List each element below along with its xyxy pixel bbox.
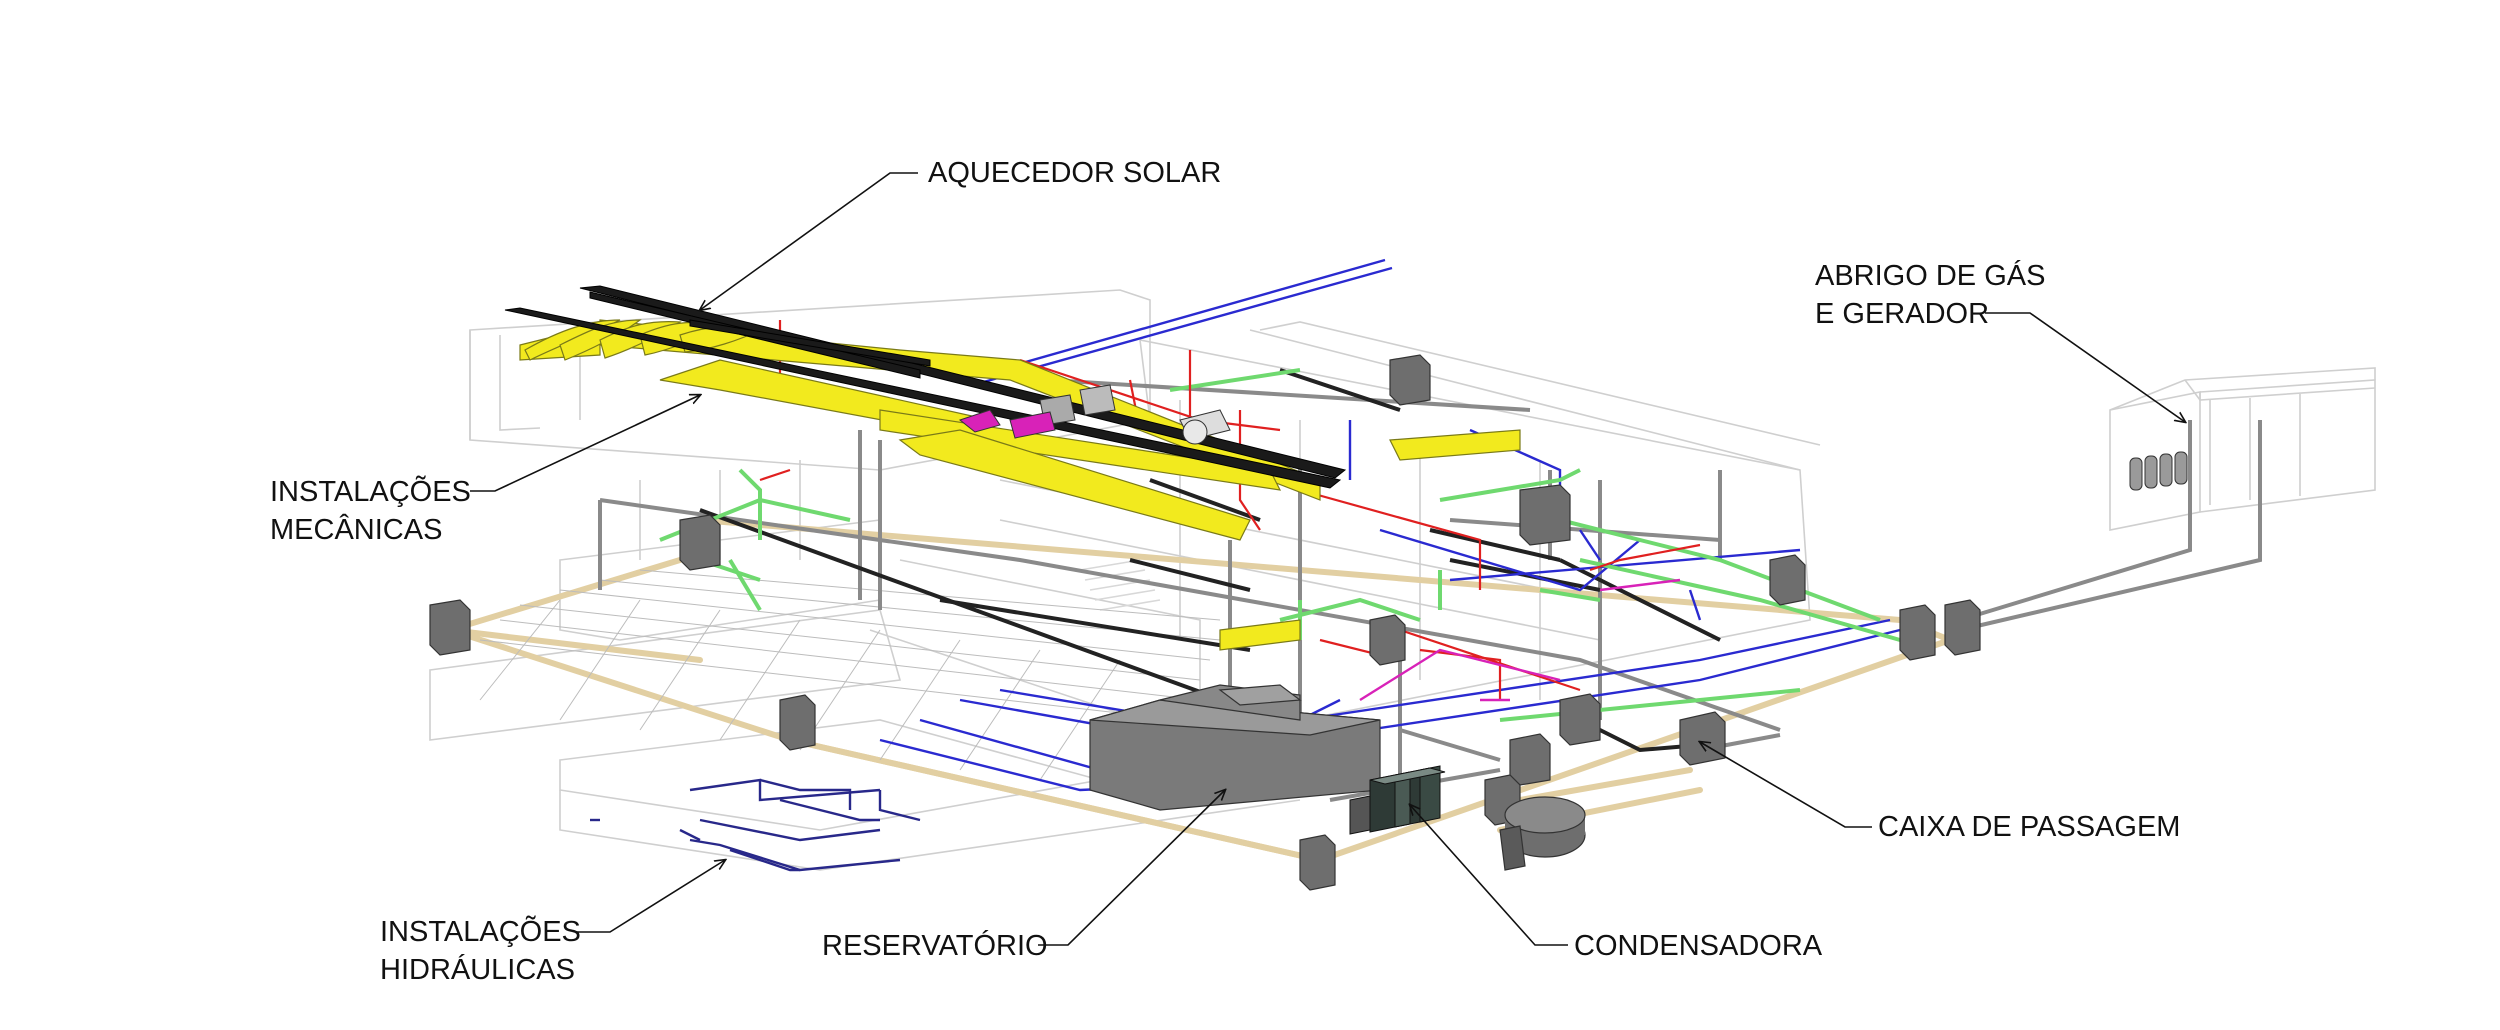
reservoir-tank (1089, 684, 1381, 811)
label-hydraulic-line2: HIDRÁULICAS (380, 954, 575, 986)
leader-hydraulic (575, 860, 725, 933)
label-gas-generator: ABRIGO DE GÁS E GERADOR (1815, 257, 2045, 333)
label-solar-heater-text: AQUECEDOR SOLAR (928, 157, 1222, 189)
leader-reservoir (1038, 790, 1225, 946)
label-junction-box-text: CAIXA DE PASSAGEM (1878, 811, 2181, 843)
hydraulic-pipes-navy (590, 778, 921, 872)
label-mechanical-line2: MECÂNICAS (270, 514, 443, 546)
label-hydraulic-installations: INSTALAÇÕES HIDRÁULICAS (380, 913, 581, 989)
label-condenser: CONDENSADORA (1574, 927, 1822, 965)
floor-rebar-grid (479, 569, 1221, 781)
callout-leaders (470, 172, 2185, 946)
label-solar-heater: AQUECEDOR SOLAR (928, 154, 1221, 192)
black-pipes (699, 368, 1721, 753)
junction-boxes (429, 354, 1981, 891)
leader-solar-heater (700, 172, 918, 310)
yellow-ducts (519, 319, 1521, 651)
leader-condenser (1410, 805, 1568, 946)
magenta-pipes (1359, 578, 1681, 702)
label-junction-box: CAIXA DE PASSAGEM (1878, 808, 2180, 846)
gas-cylinders (2129, 451, 2188, 491)
label-reservoir: RESERVATÓRIO (822, 927, 1048, 965)
label-mechanical-line1: INSTALAÇÕES (270, 476, 471, 508)
label-hydraulic-line1: INSTALAÇÕES (380, 916, 581, 948)
label-mechanical-installations: INSTALAÇÕES MECÂNICAS (270, 473, 471, 549)
storage-tank (1499, 796, 1586, 871)
label-gas-generator-line1: ABRIGO DE GÁS (1815, 260, 2046, 292)
leader-junction-box (1700, 742, 1872, 828)
leader-gas-generator (1985, 312, 2185, 422)
label-reservoir-text: RESERVATÓRIO (822, 930, 1048, 962)
leader-mechanical (470, 395, 700, 492)
label-gas-generator-line2: E GERADOR (1815, 298, 1990, 330)
solar-heater-panels (504, 285, 1347, 489)
label-condenser-text: CONDENSADORA (1574, 930, 1823, 962)
hvac-equipment (958, 384, 1231, 445)
